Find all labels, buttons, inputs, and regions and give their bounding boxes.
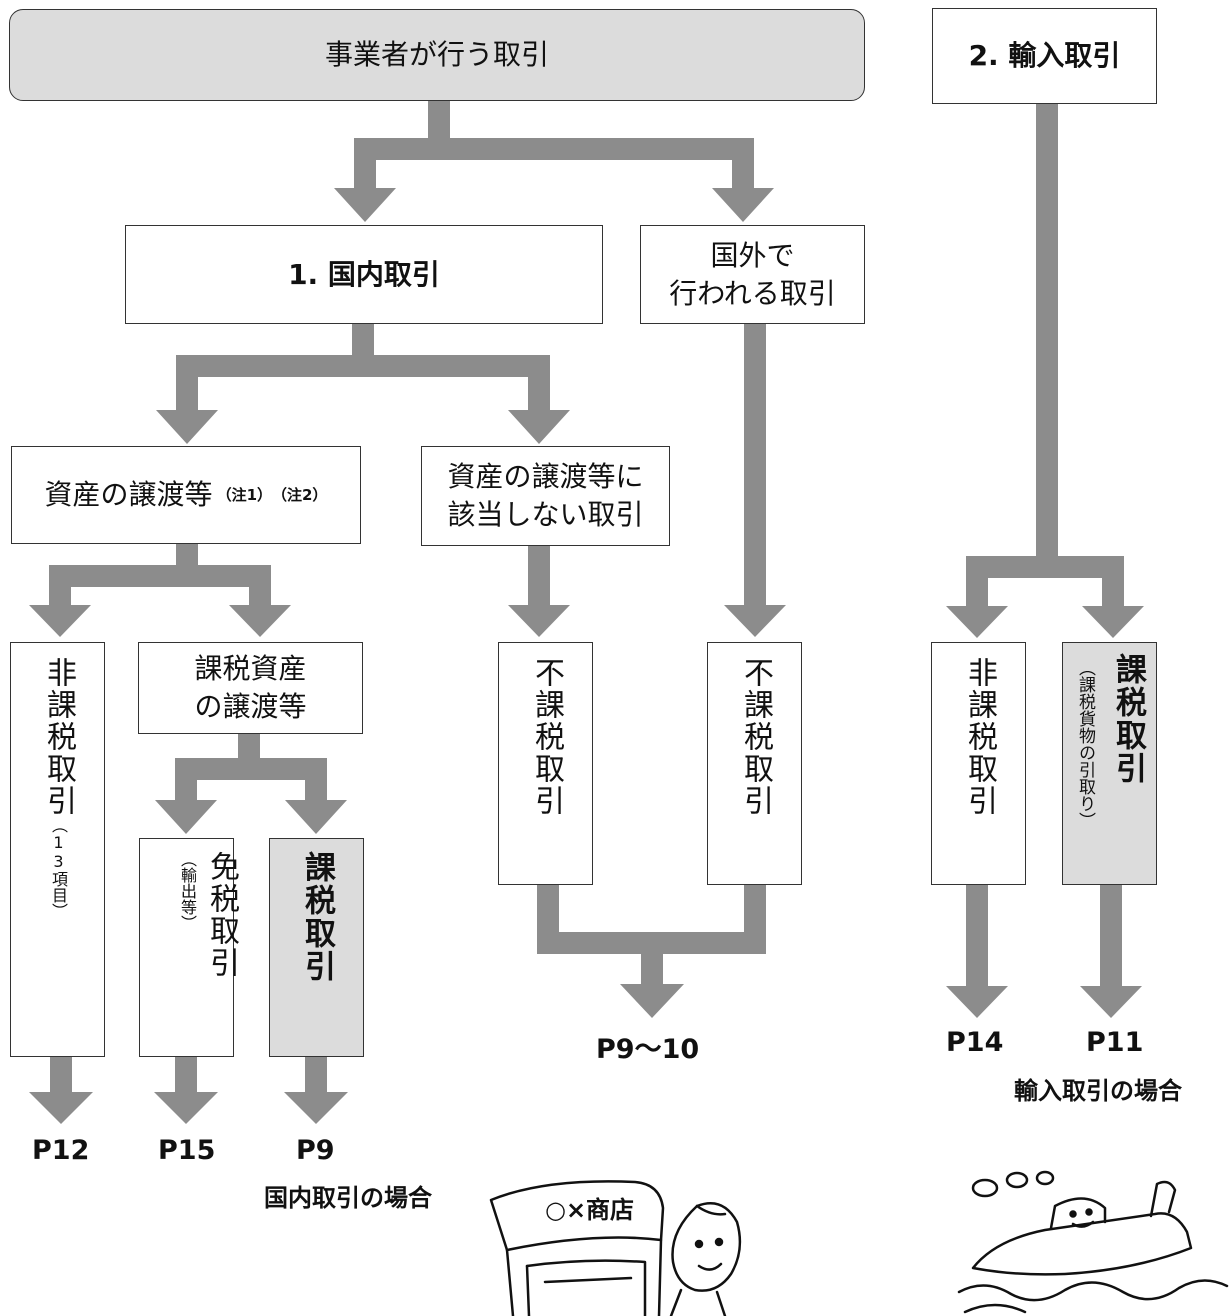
not-transfer-line2: 該当しない取引	[447, 498, 644, 531]
exempt-label: 免税取引	[204, 851, 239, 979]
foreign-label-line1: 国外で	[710, 238, 795, 272]
connector-leg	[49, 565, 71, 607]
taxable-import-box: 課税取引 （課税貨物の引取り）	[1062, 642, 1157, 885]
page-ref-p15: P15	[158, 1135, 216, 1166]
taxable-transfer-box: 課税資産 の譲渡等	[138, 642, 363, 734]
import-label: 2. 輸入取引	[968, 39, 1121, 72]
transfer-label: 資産の譲渡等	[44, 478, 213, 511]
domestic-label: 1. 国内取引	[288, 257, 440, 291]
exempt-note: （輸出等）	[178, 851, 197, 931]
non-taxable-domestic-box: 非課税取引（13項目）	[10, 642, 105, 1057]
not-transfer-box: 資産の譲渡等に 該当しない取引	[421, 446, 670, 546]
page-ref-p12: P12	[32, 1135, 90, 1166]
arrow-head	[508, 410, 570, 444]
connector-leg	[537, 884, 559, 942]
arrow-head	[946, 606, 1008, 638]
arrow-head	[284, 1092, 348, 1124]
connector-leg	[175, 758, 197, 802]
connector-leg	[528, 355, 550, 412]
connector-stem	[175, 1056, 197, 1094]
connector-leg	[1102, 556, 1124, 608]
connector-bar	[176, 355, 550, 377]
non-taxable-import-box: 非課税取引	[931, 642, 1026, 885]
taxable-domestic-label: 課税取引	[299, 851, 335, 983]
transfer-note1: （注1）	[216, 486, 272, 504]
page-ref-p9: P9	[296, 1135, 335, 1166]
non-taxable-import-label: 非課税取引	[962, 657, 997, 817]
arrow-head	[155, 800, 217, 834]
domestic-case-caption: 国内取引の場合	[264, 1184, 432, 1212]
non-subject-label-1: 不課税取引	[529, 657, 564, 817]
connector-leg	[354, 138, 376, 190]
domestic-box: 1. 国内取引	[125, 225, 603, 324]
connector-leg	[744, 884, 766, 942]
arrow-head	[946, 986, 1008, 1018]
arrow-head	[1080, 986, 1142, 1018]
connector-stem	[744, 323, 766, 607]
non-subject-box-2: 不課税取引	[707, 642, 802, 885]
connector-leg	[966, 556, 988, 608]
taxable-domestic-box: 課税取引	[269, 838, 364, 1057]
connector-stem	[528, 545, 550, 607]
root-label: 事業者が行う取引	[324, 38, 549, 71]
arrow-head	[1082, 606, 1144, 638]
arrow-head	[508, 605, 570, 637]
page-ref-p9-10: P9〜10	[596, 1034, 700, 1065]
arrow-head	[156, 410, 218, 444]
connector-bar	[966, 556, 1124, 578]
arrow-head	[29, 1092, 93, 1124]
connector-stem	[966, 884, 988, 988]
foreign-box: 国外で 行われる取引	[640, 225, 865, 324]
import-case-caption: 輸入取引の場合	[1014, 1077, 1182, 1105]
transfer-box: 資産の譲渡等 （注1） （注2）	[11, 446, 361, 544]
shop-illustration: ○×商店	[489, 1180, 742, 1316]
connector-bar	[49, 565, 271, 587]
arrow-head	[334, 188, 396, 222]
taxable-import-note: （課税貨物の引取り）	[1075, 659, 1095, 829]
ship-illustration	[957, 1170, 1229, 1314]
taxable-transfer-line2: の譲渡等	[194, 690, 307, 723]
exempt-box: 免税取引 （輸出等）	[139, 838, 239, 1057]
connector-stem	[1100, 884, 1122, 988]
connector-leg	[732, 138, 754, 190]
foreign-label-line2: 行われる取引	[669, 276, 836, 310]
taxable-import-label: 課税取引	[1110, 653, 1146, 785]
page-ref-p14: P14	[946, 1027, 1004, 1058]
not-transfer-line1: 資産の譲渡等に	[447, 460, 644, 493]
non-taxable-domestic-label: 非課税取引	[41, 657, 76, 817]
connector-stem	[50, 1056, 72, 1094]
connector-leg	[176, 355, 198, 412]
shop-sign-text: ○×商店	[545, 1196, 634, 1224]
connector-leg	[249, 565, 271, 607]
arrow-head	[29, 605, 91, 637]
arrow-head	[724, 605, 786, 637]
connector-stem	[1036, 104, 1058, 566]
non-subject-box-1: 不課税取引	[498, 642, 593, 885]
non-subject-label-2: 不課税取引	[738, 657, 773, 817]
connector-stem	[428, 100, 450, 138]
root-box: 事業者が行う取引	[9, 9, 865, 101]
connector-stem	[352, 323, 374, 365]
non-taxable-domestic-note: （13項目）	[49, 817, 68, 919]
connector-bar	[354, 138, 754, 160]
arrow-head	[620, 984, 684, 1018]
arrow-head	[285, 800, 347, 834]
import-box: 2. 輸入取引	[932, 8, 1157, 104]
arrow-head	[229, 605, 291, 637]
connector-bar	[175, 758, 327, 780]
page-ref-p11: P11	[1086, 1027, 1144, 1058]
arrow-head	[712, 188, 774, 222]
connector-leg	[305, 758, 327, 802]
arrow-head	[154, 1092, 218, 1124]
connector-stem	[305, 1056, 327, 1094]
connector-stem	[641, 932, 663, 986]
taxable-transfer-line1: 課税資産	[194, 652, 307, 685]
transfer-note2: （注2）	[272, 486, 328, 504]
